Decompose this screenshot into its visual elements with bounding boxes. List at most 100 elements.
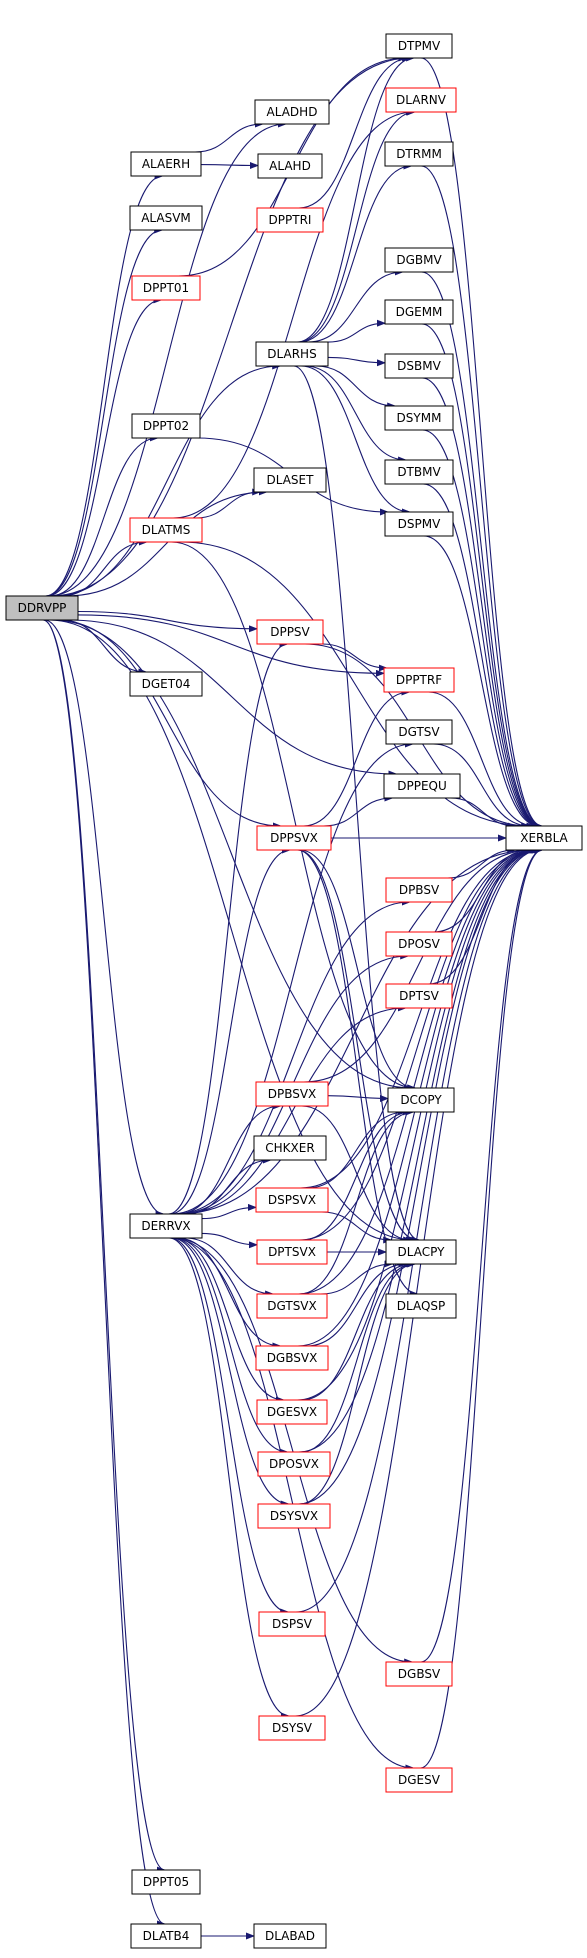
node-box-dgbmv[interactable] [384,247,454,273]
node-box-ddrvpp[interactable] [5,595,79,621]
node-xerbla[interactable]: XERBLA [505,825,583,851]
node-dptsvx[interactable]: DPTSVX [256,1239,328,1265]
node-box-dsbmv[interactable] [384,353,454,379]
node-dsbmv[interactable]: DSBMV [384,353,454,379]
node-box-dptsvx[interactable] [256,1239,328,1265]
node-box-dppequ[interactable] [383,773,461,799]
node-box-dcopy[interactable] [387,1087,455,1113]
node-dlacpy[interactable]: DLACPY [385,1239,457,1265]
node-alahd[interactable]: ALAHD [257,153,323,179]
node-box-dlaqsp[interactable] [385,1293,457,1319]
node-box-dgesv[interactable] [385,1767,453,1793]
node-chkxer[interactable]: CHKXER [253,1135,327,1161]
node-box-alaerh[interactable] [130,151,202,177]
node-dget04[interactable]: DGET04 [129,671,203,697]
node-dpptrf[interactable]: DPPTRF [383,667,455,693]
node-box-dppt02[interactable] [131,413,201,439]
node-dpbsv[interactable]: DPBSV [385,877,453,903]
node-dppt05[interactable]: DPPT05 [131,1869,201,1895]
node-box-dppsvx[interactable] [256,825,332,851]
node-alaerh[interactable]: ALAERH [130,151,202,177]
node-box-dtrmm[interactable] [384,141,454,167]
node-dsysvx[interactable]: DSYSVX [257,1503,331,1529]
node-box-dppt01[interactable] [131,275,201,301]
node-alasvm[interactable]: ALASVM [129,205,203,231]
node-box-dlatms[interactable] [129,517,203,543]
node-box-dlabad[interactable] [253,1923,327,1949]
node-dlarnv[interactable]: DLARNV [385,87,457,113]
node-dlaset[interactable]: DLASET [253,467,327,493]
node-dlarhs[interactable]: DLARHS [255,341,329,367]
node-box-dget04[interactable] [129,671,203,697]
node-box-dlaset[interactable] [253,467,327,493]
node-dcopy[interactable]: DCOPY [387,1087,455,1113]
node-dgbmv[interactable]: DGBMV [384,247,454,273]
node-dtpmv[interactable]: DTPMV [385,33,453,59]
node-aladhd[interactable]: ALADHD [254,99,330,125]
node-box-dposv[interactable] [385,931,453,957]
node-box-dpbsv[interactable] [385,877,453,903]
node-box-dlacpy[interactable] [385,1239,457,1265]
node-box-alahd[interactable] [257,153,323,179]
node-dposvx[interactable]: DPOSVX [257,1451,331,1477]
node-box-dlarhs[interactable] [255,341,329,367]
node-dpptri[interactable]: DPPTRI [256,207,324,233]
node-box-dppt05[interactable] [131,1869,201,1895]
node-dppt02[interactable]: DPPT02 [131,413,201,439]
node-dtrmm[interactable]: DTRMM [384,141,454,167]
node-box-dtbmv[interactable] [384,459,454,485]
node-box-dspmv[interactable] [384,511,454,537]
node-box-dptsv[interactable] [385,983,453,1009]
node-dposv[interactable]: DPOSV [385,931,453,957]
node-box-dgtsvx[interactable] [256,1293,328,1319]
node-box-dgtsv[interactable] [385,719,453,745]
node-box-dposvx[interactable] [257,1451,331,1477]
node-box-dpptri[interactable] [256,207,324,233]
node-box-dpbsvx[interactable] [255,1081,329,1107]
node-box-chkxer[interactable] [253,1135,327,1161]
node-box-dsymm[interactable] [384,405,454,431]
node-dlatb4[interactable]: DLATB4 [130,1923,202,1949]
node-box-dlarnv[interactable] [385,87,457,113]
node-dlatms[interactable]: DLATMS [129,517,203,543]
node-box-aladhd[interactable] [254,99,330,125]
node-box-dsysv[interactable] [258,1715,326,1741]
node-dsysv[interactable]: DSYSV [258,1715,326,1741]
node-box-dppsv[interactable] [256,619,324,645]
node-dtbmv[interactable]: DTBMV [384,459,454,485]
node-dgemm[interactable]: DGEMM [384,299,454,325]
node-dppequ[interactable]: DPPEQU [383,773,461,799]
node-box-dspsv[interactable] [258,1611,326,1637]
node-dptsv[interactable]: DPTSV [385,983,453,1009]
node-dlaqsp[interactable]: DLAQSP [385,1293,457,1319]
node-box-dtpmv[interactable] [385,33,453,59]
node-box-dlatb4[interactable] [130,1923,202,1949]
node-dppsvx[interactable]: DPPSVX [256,825,332,851]
node-dspsvx[interactable]: DSPSVX [255,1187,329,1213]
node-box-derrvx[interactable] [129,1213,203,1239]
node-box-dpptrf[interactable] [383,667,455,693]
node-box-dspsvx[interactable] [255,1187,329,1213]
node-box-dgbsvx[interactable] [255,1345,329,1371]
node-dgtsvx[interactable]: DGTSVX [256,1293,328,1319]
node-box-xerbla[interactable] [505,825,583,851]
node-dsymm[interactable]: DSYMM [384,405,454,431]
node-box-dsysvx[interactable] [257,1503,331,1529]
node-dppt01[interactable]: DPPT01 [131,275,201,301]
node-dlabad[interactable]: DLABAD [253,1923,327,1949]
node-dgtsv[interactable]: DGTSV [385,719,453,745]
node-dspsv[interactable]: DSPSV [258,1611,326,1637]
node-ddrvpp[interactable]: DDRVPP [5,595,79,621]
node-dgesv[interactable]: DGESV [385,1767,453,1793]
node-dpbsvx[interactable]: DPBSVX [255,1081,329,1107]
node-dgbsv[interactable]: DGBSV [385,1661,453,1687]
node-box-dgbsv[interactable] [385,1661,453,1687]
node-dgesvx[interactable]: DGESVX [256,1399,328,1425]
node-box-dgesvx[interactable] [256,1399,328,1425]
node-box-alasvm[interactable] [129,205,203,231]
node-box-dgemm[interactable] [384,299,454,325]
node-dspmv[interactable]: DSPMV [384,511,454,537]
node-derrvx[interactable]: DERRVX [129,1213,203,1239]
node-dppsv[interactable]: DPPSV [256,619,324,645]
node-dgbsvx[interactable]: DGBSVX [255,1345,329,1371]
